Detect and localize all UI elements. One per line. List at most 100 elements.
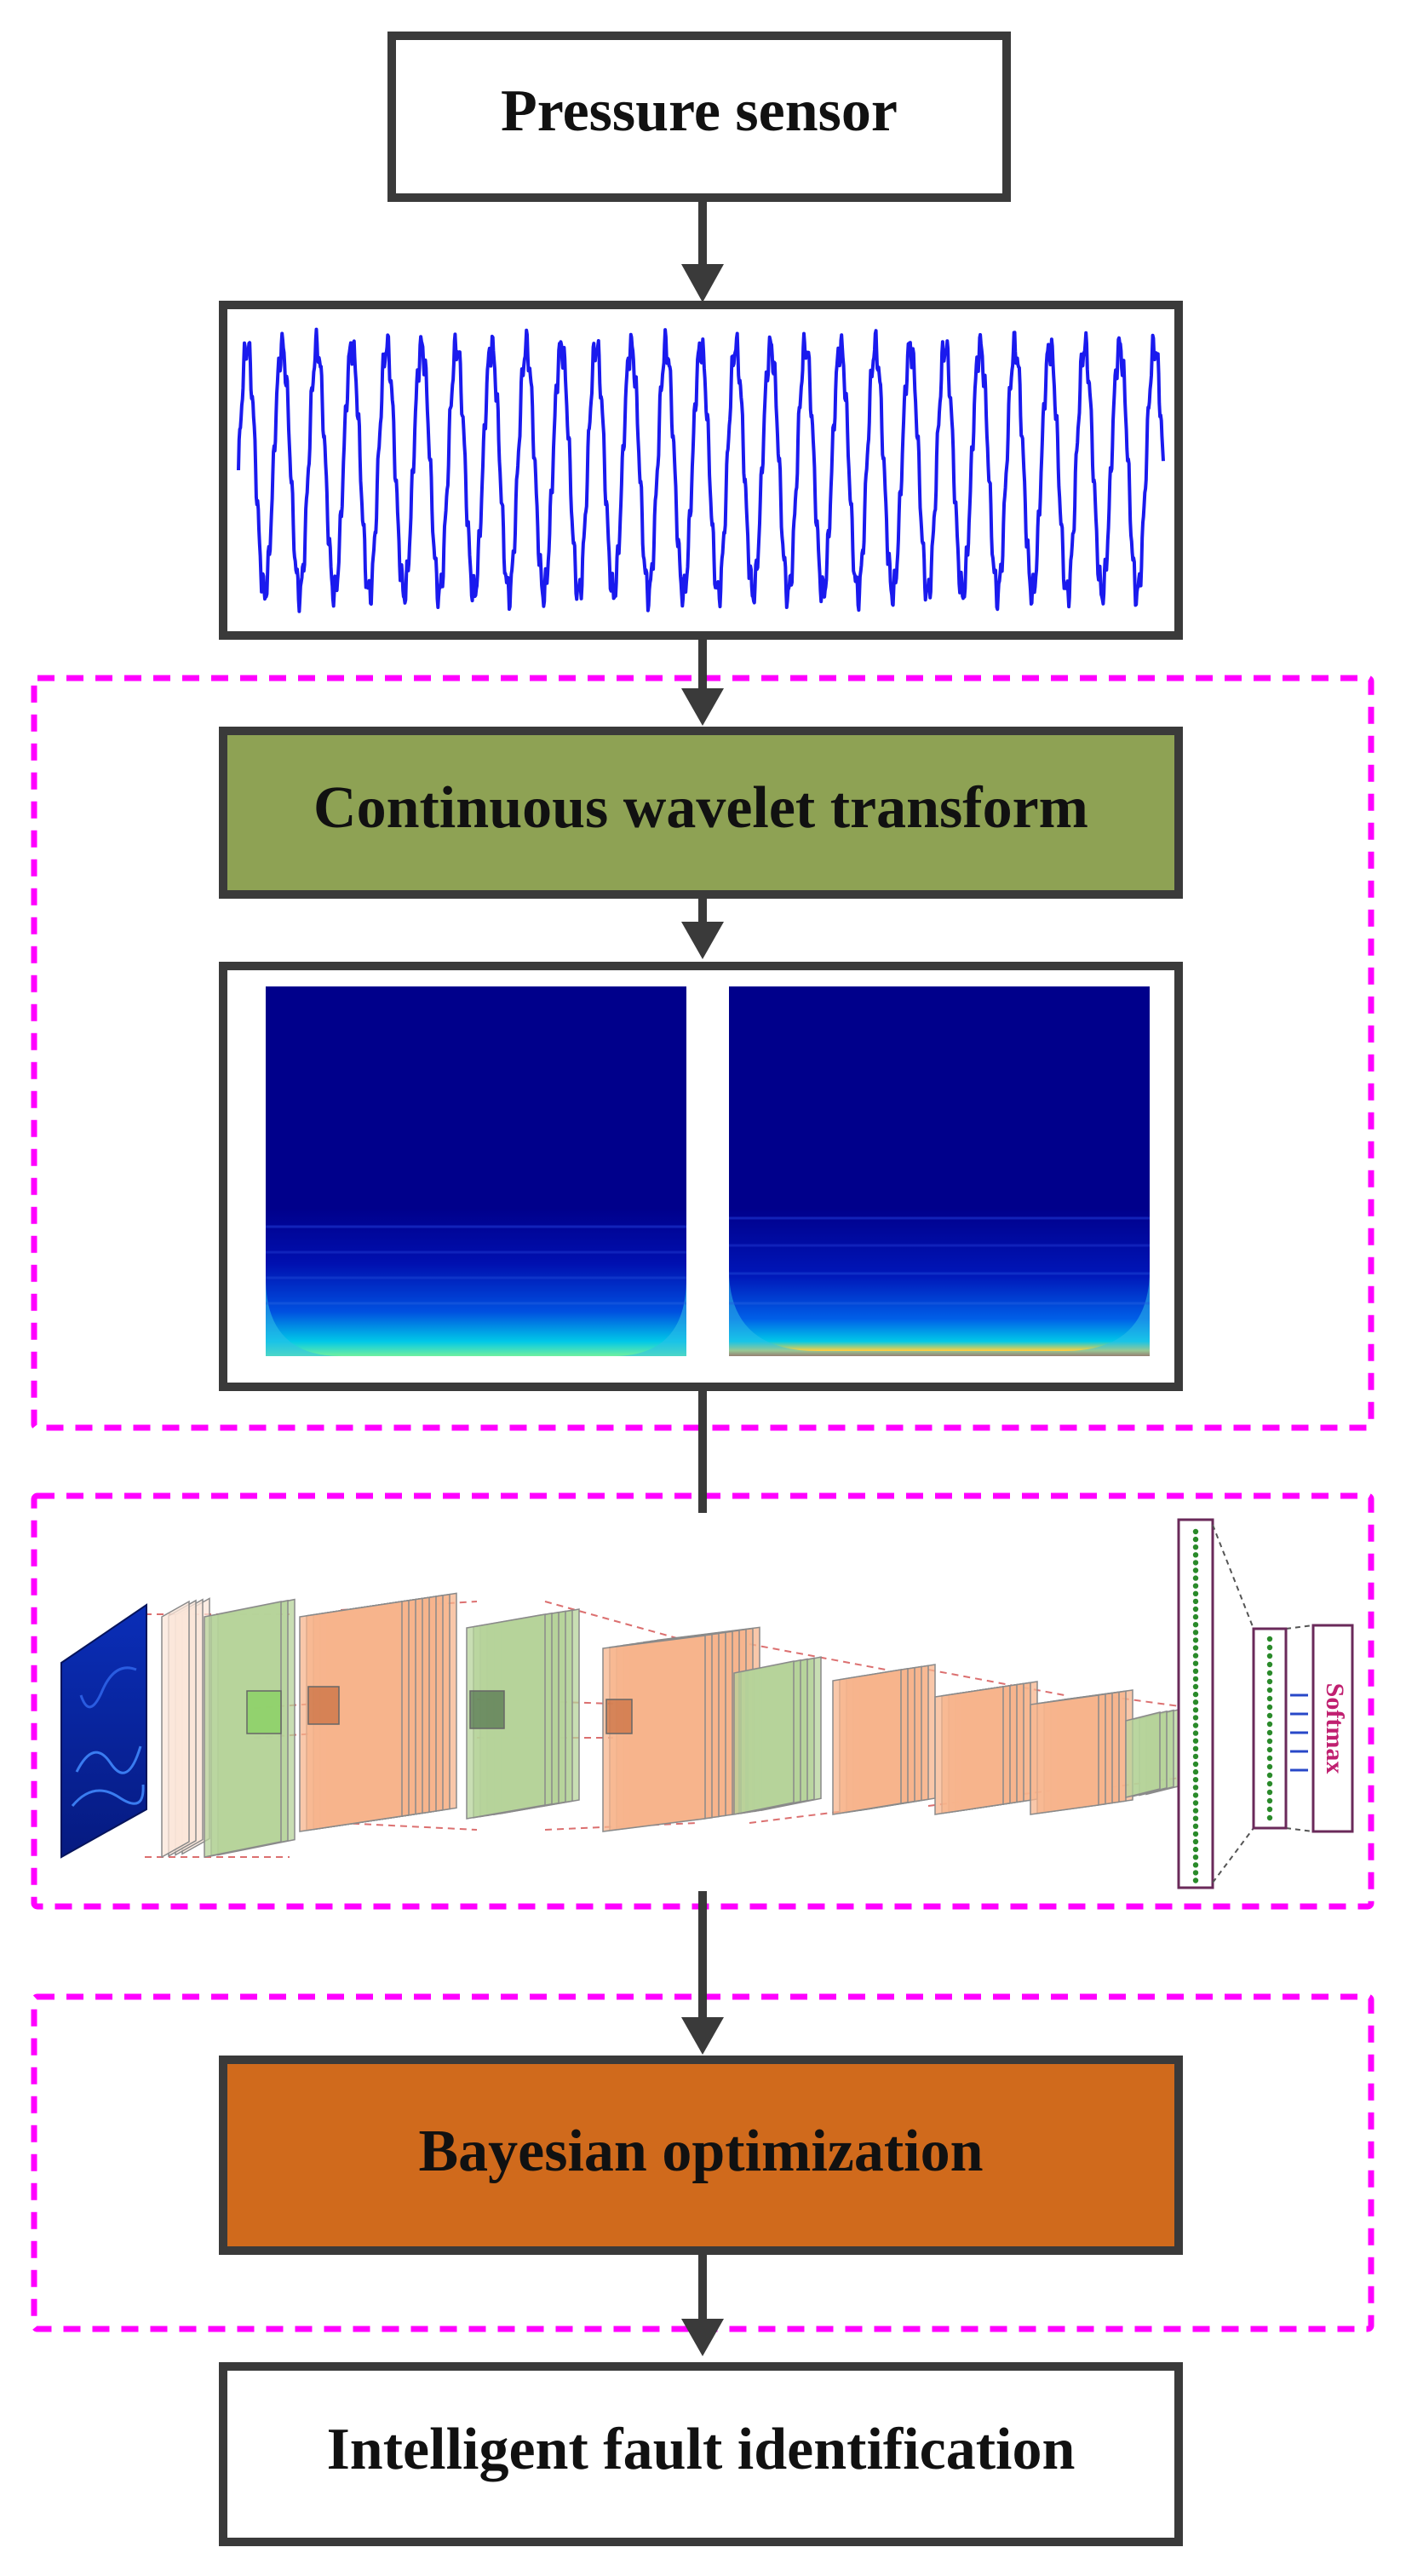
fc-neuron bbox=[1192, 1745, 1199, 1751]
fc-neuron bbox=[1192, 1622, 1199, 1628]
dense-neuron bbox=[1266, 1746, 1273, 1753]
dense-neuron bbox=[1266, 1797, 1273, 1804]
fc-neuron bbox=[1192, 1699, 1199, 1705]
fc-neuron bbox=[1192, 1544, 1199, 1550]
softmax-label: Softmax bbox=[1321, 1683, 1349, 1774]
dense-neuron bbox=[1266, 1721, 1273, 1728]
scalogram-left bbox=[266, 986, 686, 1356]
cnn-feature-map bbox=[466, 1613, 546, 1820]
fc-neuron bbox=[1192, 1707, 1199, 1713]
softmax-layer: Softmax bbox=[1311, 1624, 1354, 1833]
fc-neuron bbox=[1192, 1792, 1199, 1798]
dense-neuron bbox=[1266, 1636, 1273, 1642]
fc-neuron bbox=[1192, 1846, 1199, 1853]
fc-neuron bbox=[1192, 1528, 1199, 1535]
connector-arrows bbox=[681, 198, 724, 2356]
fc-neuron bbox=[1192, 1815, 1199, 1821]
dense-neuron bbox=[1266, 1763, 1273, 1770]
dense-neuron bbox=[1266, 1661, 1273, 1668]
fc-neuron bbox=[1192, 1800, 1199, 1806]
fc-neuron bbox=[1192, 1753, 1199, 1760]
fc-neuron bbox=[1192, 1560, 1199, 1566]
fc-neuron bbox=[1192, 1854, 1199, 1860]
fc-neuron bbox=[1192, 1575, 1199, 1581]
fc-neuron bbox=[1192, 1877, 1199, 1883]
cnn-fully-connected-layer bbox=[1177, 1518, 1214, 1889]
cwt-node: Continuous wavelet transform bbox=[219, 727, 1183, 899]
bayesian-optimization-node: Bayesian optimization bbox=[219, 2056, 1183, 2255]
cnn-feature-map bbox=[832, 1669, 902, 1815]
fc-neuron bbox=[1192, 1653, 1199, 1659]
cnn-kernel bbox=[469, 1690, 505, 1729]
fc-neuron bbox=[1192, 1738, 1199, 1744]
fc-neuron bbox=[1192, 1768, 1199, 1775]
dense-neuron bbox=[1266, 1755, 1273, 1762]
fault-identification-label: Intelligent fault identification bbox=[327, 2417, 1076, 2482]
dense-neuron bbox=[1266, 1644, 1273, 1651]
cwt-label: Continuous wavelet transform bbox=[313, 775, 1088, 841]
cnn-hidden-dense-layer bbox=[1252, 1627, 1288, 1830]
dense-neuron bbox=[1266, 1772, 1273, 1779]
dense-neuron bbox=[1266, 1670, 1273, 1676]
spectrogram-panel bbox=[219, 962, 1183, 1391]
fc-neuron bbox=[1192, 1630, 1199, 1636]
fc-neuron bbox=[1192, 1785, 1199, 1791]
cnn-feature-map bbox=[299, 1601, 403, 1832]
bayesian-optimization-label: Bayesian optimization bbox=[418, 2119, 983, 2184]
fc-neuron bbox=[1192, 1761, 1199, 1768]
cnn-architecture: Softmax bbox=[60, 1518, 1354, 1889]
fc-neuron bbox=[1192, 1552, 1199, 1558]
pressure-sensor-node: Pressure sensor bbox=[387, 32, 1011, 202]
fc-neuron bbox=[1192, 1668, 1199, 1675]
cnn-feature-map bbox=[934, 1686, 1004, 1815]
fc-neuron bbox=[1192, 1606, 1199, 1613]
pressure-sensor-label: Pressure sensor bbox=[501, 78, 898, 144]
fc-neuron bbox=[1192, 1637, 1199, 1643]
fc-neuron bbox=[1192, 1598, 1199, 1605]
dense-neuron bbox=[1266, 1678, 1273, 1685]
cnn-kernel bbox=[605, 1699, 633, 1734]
fault-identification-node: Intelligent fault identification bbox=[219, 2362, 1183, 2546]
dense-neuron bbox=[1266, 1729, 1273, 1736]
fc-neuron bbox=[1192, 1590, 1199, 1597]
fc-neuron bbox=[1192, 1831, 1199, 1837]
fc-neuron bbox=[1192, 1722, 1199, 1728]
fc-neuron bbox=[1192, 1691, 1199, 1698]
fc-neuron bbox=[1192, 1715, 1199, 1721]
cnn-output-arrows bbox=[1290, 1693, 1308, 1772]
dense-neuron bbox=[1266, 1789, 1273, 1796]
fc-neuron bbox=[1192, 1613, 1199, 1620]
fc-neuron bbox=[1192, 1645, 1199, 1651]
dense-neuron bbox=[1266, 1695, 1273, 1702]
dense-neuron bbox=[1266, 1814, 1273, 1821]
cnn-connection-lines bbox=[1212, 1524, 1314, 1883]
fc-neuron bbox=[1192, 1567, 1199, 1573]
dense-neuron bbox=[1266, 1806, 1273, 1813]
fc-neuron bbox=[1192, 1583, 1199, 1589]
dense-neuron bbox=[1266, 1704, 1273, 1711]
fc-neuron bbox=[1192, 1660, 1199, 1666]
cnn-feature-map bbox=[204, 1601, 282, 1858]
dense-neuron bbox=[1266, 1712, 1273, 1719]
cnn-kernel bbox=[246, 1690, 282, 1734]
pressure-waveform bbox=[237, 327, 1165, 613]
fc-neuron bbox=[1192, 1838, 1199, 1845]
dense-neuron bbox=[1266, 1653, 1273, 1659]
fc-neuron bbox=[1192, 1777, 1199, 1783]
dense-neuron bbox=[1266, 1780, 1273, 1787]
fc-neuron bbox=[1192, 1823, 1199, 1829]
dense-neuron bbox=[1266, 1687, 1273, 1693]
cnn-feature-map bbox=[602, 1635, 706, 1832]
dense-neuron bbox=[1266, 1738, 1273, 1745]
fc-neuron bbox=[1192, 1676, 1199, 1682]
fc-neuron bbox=[1192, 1683, 1199, 1690]
fc-neuron bbox=[1192, 1730, 1199, 1736]
cnn-feature-map bbox=[1030, 1694, 1099, 1815]
fc-neuron bbox=[1192, 1870, 1199, 1876]
cnn-kernel bbox=[307, 1686, 340, 1725]
cnn-feature-maps bbox=[161, 1592, 1181, 1859]
scalogram-right bbox=[729, 986, 1150, 1356]
fc-neuron bbox=[1192, 1862, 1199, 1868]
fc-neuron bbox=[1192, 1536, 1199, 1543]
